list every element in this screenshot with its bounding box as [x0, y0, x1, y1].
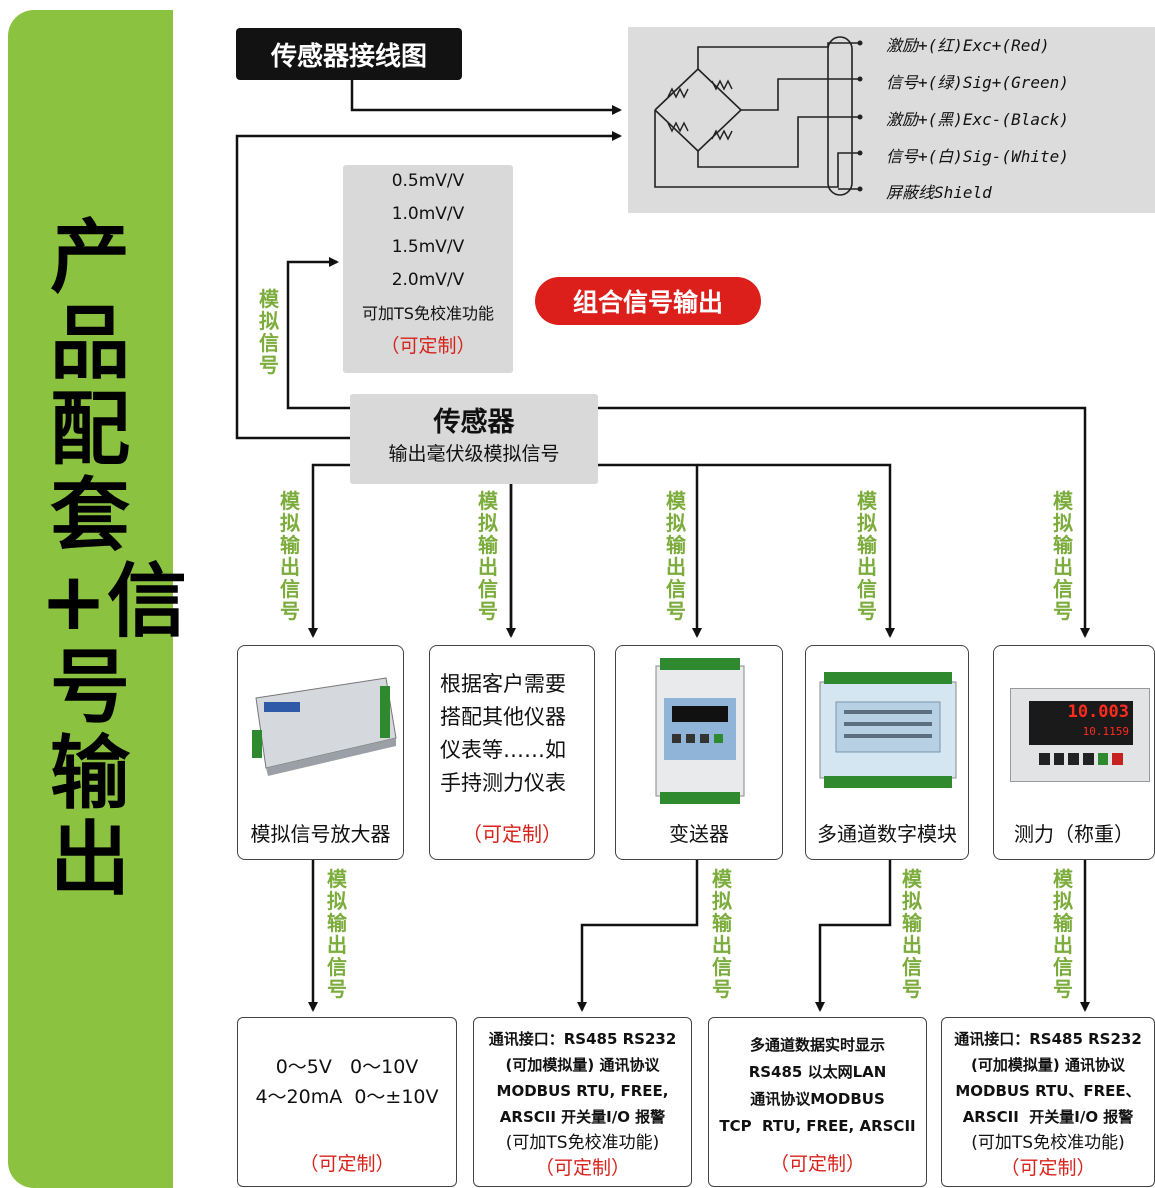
- output-line: MODBUS RTU, FREE,: [496, 1082, 669, 1100]
- analog-output-label: 模拟输出信号: [857, 489, 877, 623]
- spec-line: 可加TS免校准功能: [362, 304, 494, 323]
- output-line: (可加TS免校准功能): [971, 1133, 1125, 1153]
- output-line: 多通道数据实时显示: [749, 1036, 885, 1054]
- multichannel-label: 多通道数字模块: [817, 822, 957, 846]
- sensor-to-spec-line: [286, 257, 350, 410]
- sensor-to-force-line: [598, 406, 1090, 638]
- output-amplifier: 0～5V 0～10V 4～20mA 0～±10V （可定制）: [237, 1017, 457, 1187]
- analog-output-label: 模拟输出信号: [902, 867, 922, 1001]
- force-display-bottom: 10.1159: [1082, 725, 1129, 738]
- transmitter-to-output-line: [577, 860, 699, 1012]
- sensitivity-box: 0.5mV/V 1.0mV/V 1.5mV/V 2.0mV/V 可加TS免校准功…: [343, 165, 513, 373]
- output-line: ARSCII 开关量I/O 报警: [499, 1108, 666, 1126]
- sensor-to-bridge-line: [235, 131, 622, 440]
- output-line: ARSCII 开关量I/O 报警: [962, 1108, 1134, 1126]
- output-custom: （可定制）: [299, 1153, 395, 1175]
- output-line: (可加模拟量) 通讯协议: [971, 1056, 1125, 1074]
- force-device-icon: 10.003 10.1159: [1010, 688, 1150, 782]
- wire-label-sig-minus: 信号+(白)Sig-(White): [886, 147, 1069, 166]
- output-multichannel: 多通道数据实时显示 RS485 以太网LAN 通讯协议MODBUS TCP RT…: [708, 1017, 927, 1187]
- wire-label-shield: 屏蔽线Shield: [886, 183, 992, 202]
- wiring-title: 传感器接线图: [236, 28, 462, 80]
- analog-output-label: 模拟输出信号: [712, 867, 732, 1001]
- output-line: (可加TS免校准功能): [505, 1133, 660, 1153]
- product-other: 根据客户需要 搭配其他仪器 仪表等……如 手持测力仪表 （可定制）: [429, 645, 595, 860]
- bridge-panel: 激励+(红)Exc+(Red) 信号+(绿)Sig+(Green) 激励+(黑)…: [628, 27, 1155, 213]
- force-display-top: 10.003: [1067, 702, 1129, 722]
- force-label: 测力（称重）: [1014, 822, 1134, 846]
- analog-output-label: 模拟输出信号: [280, 489, 300, 623]
- other-line: 根据客户需要: [440, 672, 566, 696]
- output-custom: （可定制）: [534, 1157, 630, 1179]
- analog-signal-label: 模拟信号: [259, 287, 279, 377]
- output-line: MODBUS RTU、FREE、: [955, 1082, 1141, 1100]
- other-line: 手持测力仪表: [440, 771, 566, 795]
- output-transmitter: 通讯接口：RS485 RS232 (可加模拟量) 通讯协议 MODBUS RTU…: [473, 1017, 692, 1187]
- analog-output-label: 模拟输出信号: [1053, 867, 1073, 1001]
- sensor-subtitle: 输出毫伏级模拟信号: [388, 443, 560, 465]
- sensor-title: 传感器: [433, 407, 515, 438]
- multichannel-to-output-line: [815, 860, 892, 1012]
- side-banner: [8, 10, 173, 1188]
- combined-output-badge: 组合信号输出: [535, 277, 761, 325]
- sensor-box: 传感器 输出毫伏级模拟信号: [350, 394, 598, 484]
- other-line: 仪表等……如: [440, 738, 566, 762]
- product-amplifier: 模拟信号放大器: [237, 645, 404, 860]
- spec-line: 2.0mV/V: [391, 270, 465, 290]
- spec-line: 1.0mV/V: [391, 204, 465, 224]
- product-force: 10.003 10.1159 测力（称重）: [993, 645, 1155, 860]
- analog-output-label: 模拟输出信号: [327, 867, 347, 1001]
- other-custom: （可定制）: [462, 822, 562, 846]
- product-transmitter: 变送器: [615, 645, 783, 860]
- wire-label-exc-minus: 激励+(黑)Exc-(Black): [886, 110, 1069, 129]
- analog-output-label: 模拟输出信号: [478, 489, 498, 623]
- analog-output-label: 模拟输出信号: [666, 489, 686, 623]
- multichannel-device-icon: [819, 672, 957, 788]
- spec-custom: （可定制）: [380, 335, 476, 357]
- spec-line: 1.5mV/V: [391, 237, 465, 257]
- output-force: 通讯接口：RS485 RS232 (可加模拟量) 通讯协议 MODBUS RTU…: [941, 1017, 1155, 1187]
- output-line: 通讯接口：RS485 RS232: [488, 1030, 677, 1048]
- output-line: (可加模拟量) 通讯协议: [505, 1056, 660, 1074]
- amplifier-device-icon: [252, 677, 397, 776]
- spec-line: 0.5mV/V: [391, 171, 465, 191]
- branch-to-multichannel-line: [697, 463, 895, 638]
- wire-label-exc-plus: 激励+(红)Exc+(Red): [886, 36, 1050, 55]
- transmitter-label: 变送器: [669, 822, 729, 846]
- bridge-icon: [654, 36, 863, 196]
- output-line: TCP RTU, FREE, ARSCII: [719, 1117, 916, 1135]
- output-custom: （可定制）: [769, 1153, 865, 1175]
- badge-to-bridge-line: [350, 80, 622, 115]
- output-line: 4～20mA 0～±10V: [255, 1086, 439, 1108]
- wire-label-sig-plus: 信号+(绿)Sig+(Green): [886, 73, 1069, 92]
- other-line: 搭配其他仪器: [440, 705, 566, 729]
- output-line: 通讯协议MODBUS: [750, 1090, 885, 1108]
- output-line: 0～5V 0～10V: [275, 1056, 419, 1078]
- output-line: 通讯接口：RS485 RS232: [954, 1030, 1142, 1048]
- amplifier-label: 模拟信号放大器: [250, 822, 391, 846]
- analog-output-label: 模拟输出信号: [1053, 489, 1073, 623]
- output-line: RS485 以太网LAN: [748, 1063, 887, 1081]
- product-multichannel: 多通道数字模块: [805, 645, 969, 860]
- output-custom: （可定制）: [1000, 1157, 1096, 1179]
- transmitter-device-icon: [655, 658, 745, 804]
